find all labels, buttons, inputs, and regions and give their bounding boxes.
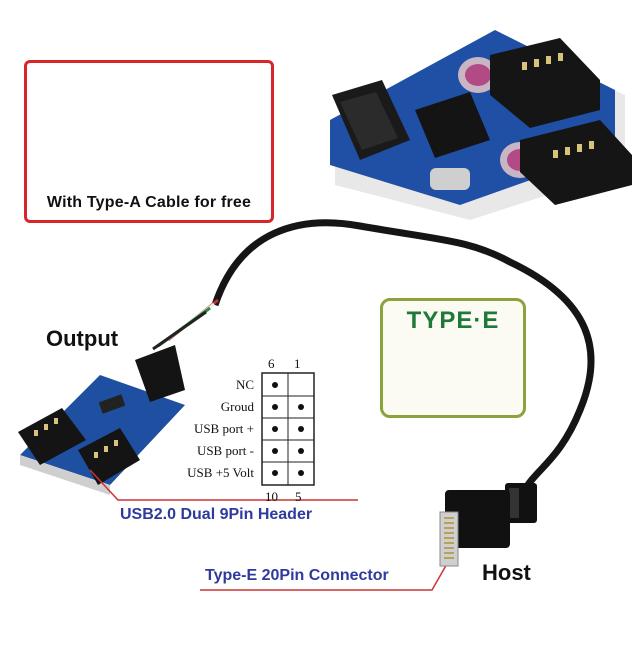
typee-connector bbox=[439, 483, 537, 567]
pin-number-top-left: 6 bbox=[268, 356, 275, 371]
pin-row-label: NC bbox=[235, 377, 254, 392]
free-cable-inset: With Type-A Cable for free bbox=[24, 60, 274, 223]
typee-logo-text: TYPE·E bbox=[406, 307, 500, 334]
inset-caption: With Type-A Cable for free bbox=[46, 194, 252, 211]
output-label: Output bbox=[46, 326, 119, 351]
dual-header-board bbox=[18, 345, 185, 495]
typee-leader-line bbox=[200, 554, 453, 591]
pin-number-bottom-left: 10 bbox=[265, 489, 278, 504]
pin-row-label: Groud bbox=[220, 399, 254, 414]
main-cable bbox=[152, 219, 595, 492]
pin-row-label: USB port + bbox=[193, 421, 254, 436]
host-label: Host bbox=[482, 560, 531, 585]
pin-row-label: USB port - bbox=[196, 443, 254, 458]
pinout-grid bbox=[261, 372, 315, 486]
header-leader-line bbox=[89, 469, 358, 501]
typee-logo-badge: TYPE·E bbox=[380, 298, 526, 418]
typee-caption: Type-E 20Pin Connector bbox=[205, 567, 389, 584]
adapter-board-photo bbox=[330, 30, 632, 220]
pin-number-bottom-right: 5 bbox=[295, 489, 302, 504]
pin-number-top-right: 1 bbox=[294, 356, 301, 371]
pin-row-label: USB +5 Volt bbox=[187, 465, 254, 480]
header-caption: USB2.0 Dual 9Pin Header bbox=[120, 506, 313, 523]
